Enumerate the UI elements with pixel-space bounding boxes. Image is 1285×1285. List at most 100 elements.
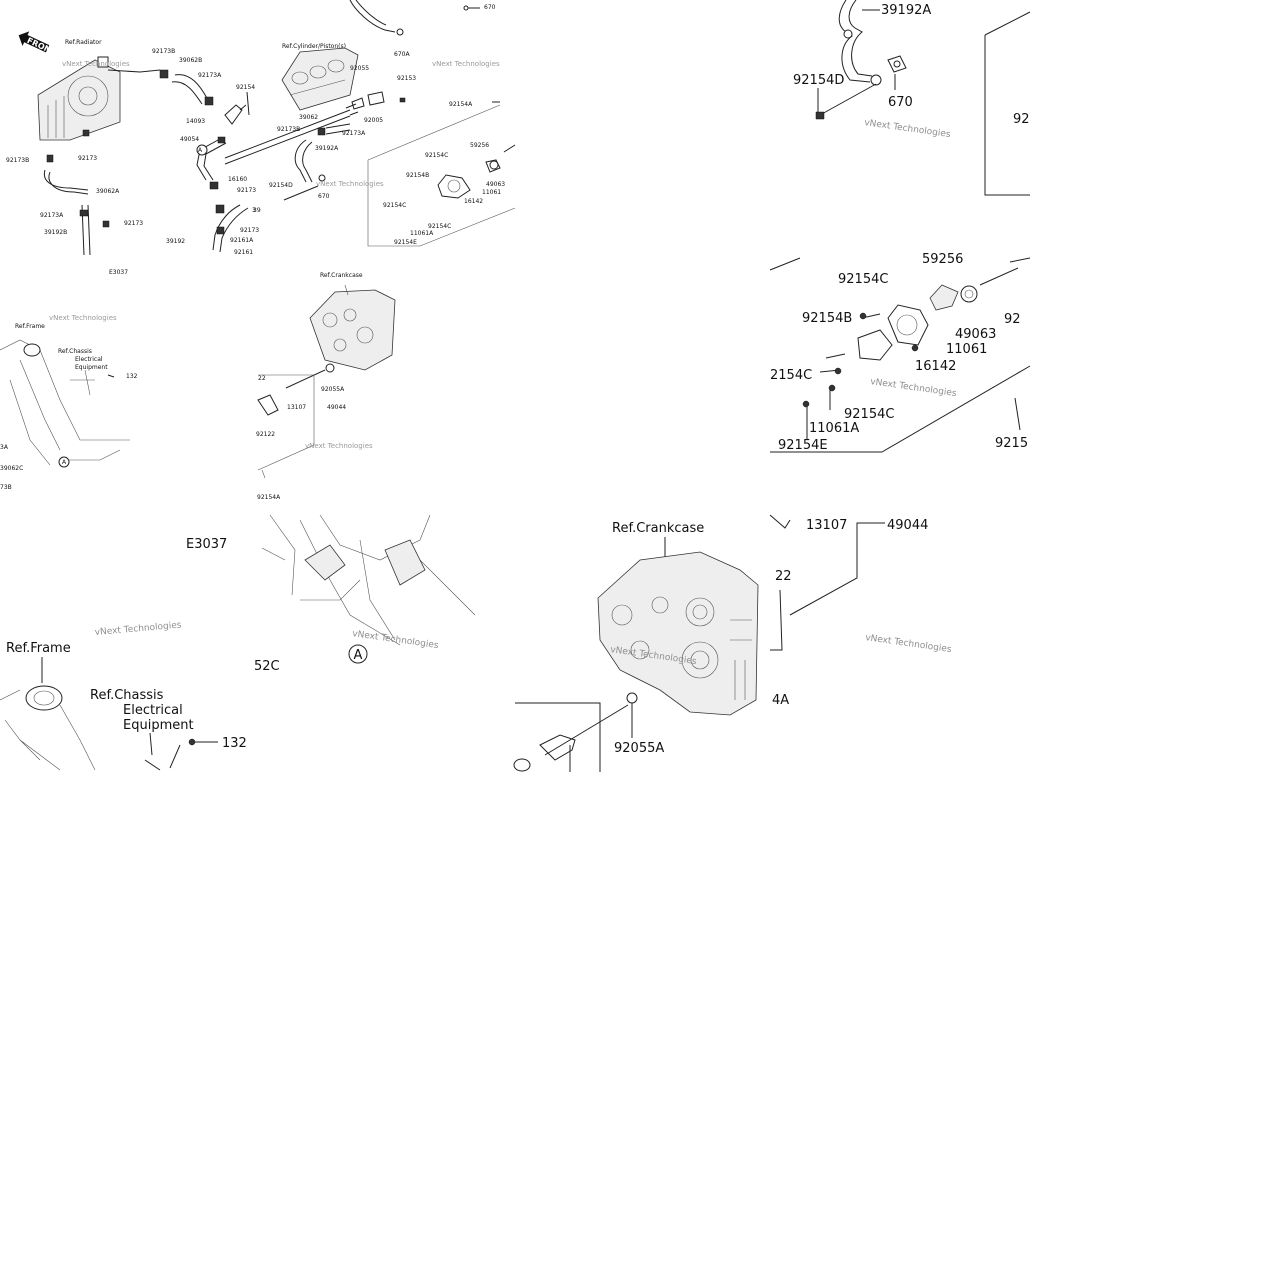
svg-text:3: 3: [252, 207, 256, 214]
circle-marker: A: [354, 648, 363, 663]
svg-text:92161: 92161: [234, 249, 253, 256]
svg-text:11061A: 11061A: [809, 421, 859, 436]
svg-text:670: 670: [484, 4, 496, 11]
svg-text:A: A: [198, 147, 203, 154]
svg-text:73B: 73B: [0, 484, 12, 491]
svg-text:670: 670: [318, 193, 330, 200]
svg-text:92154B: 92154B: [802, 311, 852, 326]
svg-text:22: 22: [775, 569, 792, 584]
svg-text:39062: 39062: [299, 114, 318, 121]
diagram-id: E3037: [186, 537, 227, 552]
svg-text:4A: 4A: [772, 693, 789, 708]
svg-text:92173A: 92173A: [342, 130, 366, 137]
svg-text:11061: 11061: [946, 342, 987, 357]
svg-text:3A: 3A: [0, 444, 9, 451]
svg-text:59256: 59256: [922, 252, 963, 267]
ref-frame-label: Ref.Frame: [6, 641, 71, 656]
svg-text:16160: 16160: [228, 176, 247, 183]
svg-text:92154C: 92154C: [383, 202, 406, 209]
svg-text:92122: 92122: [256, 431, 275, 438]
svg-text:92161A: 92161A: [230, 237, 254, 244]
svg-text:49044: 49044: [327, 404, 346, 411]
svg-text:92005: 92005: [364, 117, 383, 124]
svg-text:132: 132: [126, 373, 138, 380]
part-132: 132: [222, 736, 247, 751]
svg-text:92173A: 92173A: [198, 72, 222, 79]
frame-illustration: A: [0, 339, 130, 468]
watermark: vNext Technologies: [865, 633, 953, 655]
svg-text:39062B: 39062B: [179, 57, 202, 64]
svg-text:52C: 52C: [254, 659, 280, 674]
svg-text:14093: 14093: [186, 118, 205, 125]
svg-text:39192: 39192: [166, 238, 185, 245]
front-arrow-icon: FRONT: [18, 31, 58, 57]
ref-frame-label: Ref.Frame: [15, 323, 45, 330]
svg-text:670: 670: [888, 95, 913, 110]
svg-text:92154E: 92154E: [778, 438, 828, 453]
svg-text:49054: 49054: [180, 136, 199, 143]
svg-text:92173B: 92173B: [6, 157, 29, 164]
ref-chassis-line-1: Ref.Chassis: [90, 688, 164, 703]
ref-chassis-line-2: Electrical: [75, 356, 103, 363]
watermark: vNext Technologies: [49, 314, 117, 322]
watermark: vNext Technologies: [305, 442, 373, 450]
ref-chassis-line-1: Ref.Chassis: [58, 348, 92, 355]
svg-text:92154A: 92154A: [449, 101, 473, 108]
svg-text:92173: 92173: [124, 220, 143, 227]
water-pump-assembly: [367, 101, 516, 247]
svg-text:92154C: 92154C: [844, 407, 894, 422]
watermark: vNext Technologies: [62, 60, 130, 68]
svg-text:22: 22: [258, 375, 266, 382]
zoom-panel-d: Ref.Crankcase 92055A 13107 49044 22 4A v…: [513, 514, 953, 772]
svg-text:92153: 92153: [397, 75, 416, 82]
svg-text:39062C: 39062C: [0, 465, 23, 472]
ref-chassis-line-3: Equipment: [123, 718, 194, 733]
svg-text:92154A: 92154A: [257, 494, 281, 501]
svg-text:92055: 92055: [350, 65, 369, 72]
watermark: vNext Technologies: [432, 60, 500, 68]
svg-text:92055A: 92055A: [321, 386, 345, 393]
svg-text:92154D: 92154D: [269, 182, 293, 189]
svg-text:39062A: 39062A: [96, 188, 120, 195]
svg-text:13107: 13107: [806, 518, 847, 533]
crankcase-zoom-illustration: [597, 551, 759, 716]
watermark: vNext Technologies: [870, 377, 958, 399]
svg-text:92173: 92173: [240, 227, 259, 234]
svg-text:92173: 92173: [237, 187, 256, 194]
svg-text:2154C: 2154C: [770, 368, 812, 383]
overview-panel: FRONT Ref.Radiator A: [0, 0, 516, 501]
svg-text:59256: 59256: [470, 142, 489, 149]
zoom-panel-b: 59256 92154C 92154B 49063 92 11061 2154C…: [769, 252, 1031, 453]
svg-text:92154B: 92154B: [406, 172, 429, 179]
crankcase-illustration: [309, 284, 396, 371]
ref-chassis-line-2: Electrical: [123, 703, 183, 718]
watermark: vNext Technologies: [94, 620, 182, 638]
ref-cylinder-label: Ref.Cylinder/Piston(s): [282, 43, 346, 50]
ref-crankcase-label: Ref.Crankcase: [612, 521, 704, 536]
svg-text:92: 92: [1013, 112, 1030, 127]
ref-chassis-line-3: Equipment: [75, 364, 108, 371]
svg-text:39192A: 39192A: [315, 145, 339, 152]
svg-text:9215: 9215: [995, 436, 1028, 451]
svg-text:49044: 49044: [887, 518, 928, 533]
svg-text:92173B: 92173B: [152, 48, 175, 55]
svg-text:39192B: 39192B: [44, 229, 67, 236]
svg-text:92154D: 92154D: [793, 73, 844, 88]
svg-text:92055A: 92055A: [614, 741, 664, 756]
svg-text:39: 39: [253, 207, 261, 214]
svg-text:92173: 92173: [78, 155, 97, 162]
svg-text:92154C: 92154C: [838, 272, 888, 287]
svg-text:92154C: 92154C: [428, 223, 451, 230]
svg-text:92173B: 92173B: [277, 126, 300, 133]
cylinder-illustration: [281, 47, 359, 111]
zoom-panel-c: E3037 A 52C Ref.Frame Ref.Chassis Electr…: [0, 514, 476, 771]
overview-labels: 670 670A 92173B 39062B 92173A 92154 1409…: [0, 4, 505, 501]
svg-text:13107: 13107: [287, 404, 306, 411]
watermark: vNext Technologies: [316, 180, 384, 188]
svg-text:92154E: 92154E: [394, 239, 417, 246]
svg-text:A: A: [62, 459, 67, 466]
svg-text:11061: 11061: [482, 189, 501, 196]
svg-text:92173A: 92173A: [40, 212, 64, 219]
svg-text:39192A: 39192A: [881, 3, 931, 18]
